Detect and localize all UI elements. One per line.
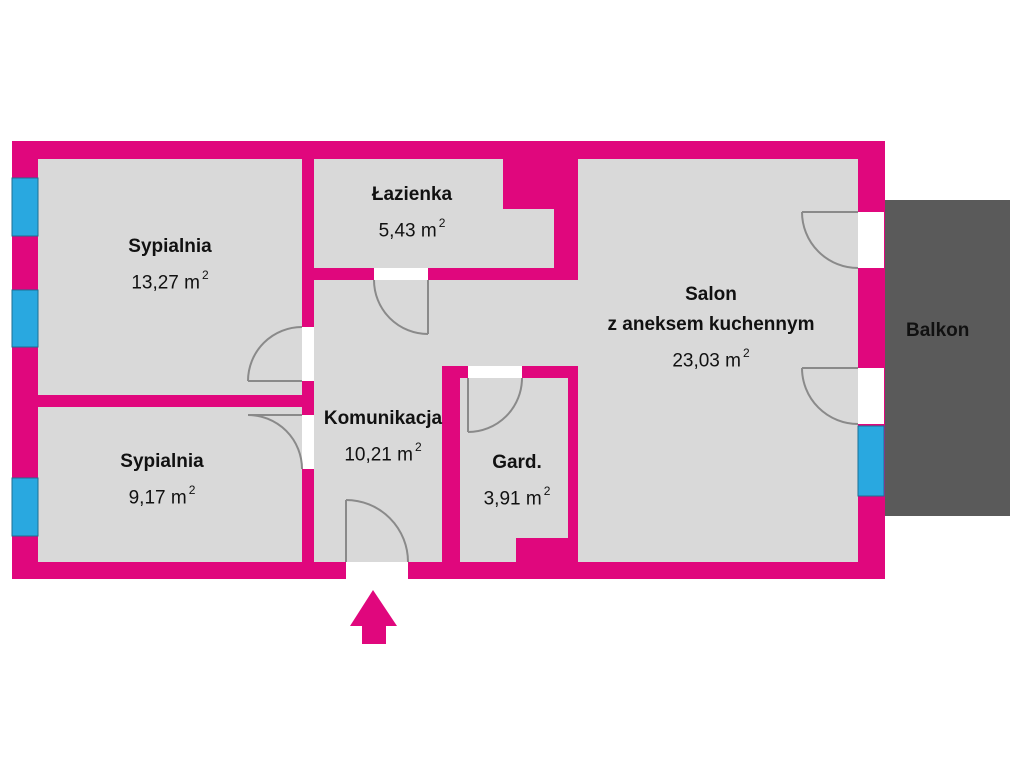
room-name: Sypialnia xyxy=(128,236,212,257)
door-swing xyxy=(345,499,409,563)
room-name: Sypialnia xyxy=(120,451,204,472)
door-opening xyxy=(858,368,884,424)
room-name: Gard. xyxy=(492,452,542,473)
wardrobe-floor xyxy=(460,378,568,562)
balcony xyxy=(884,200,1010,516)
door-swing xyxy=(801,211,859,269)
bedroom-1-floor xyxy=(38,159,302,395)
door-swing xyxy=(247,326,303,382)
door-swing xyxy=(373,279,429,335)
hallway-floor xyxy=(314,280,442,562)
wardrobe-shaft xyxy=(516,538,568,564)
room-name: Komunikacja xyxy=(323,408,443,429)
window xyxy=(11,177,39,237)
room-name: Salon xyxy=(685,284,737,305)
window xyxy=(11,477,39,537)
door-swing xyxy=(247,414,303,470)
entrance-arrow-icon xyxy=(350,590,397,644)
door-opening xyxy=(858,212,884,268)
door-opening xyxy=(374,268,428,280)
door-swing xyxy=(467,377,523,433)
door-swing xyxy=(801,367,859,425)
bedroom-2-floor xyxy=(38,407,302,562)
bathroom-wall-bottom xyxy=(314,268,558,280)
entrance-opening xyxy=(346,562,408,580)
door-opening xyxy=(468,366,522,378)
window xyxy=(11,289,39,348)
door-opening xyxy=(302,415,314,469)
balcony-label: Balkon xyxy=(906,320,970,341)
window xyxy=(857,425,885,497)
bathroom-wall-right xyxy=(554,159,578,280)
wardrobe-wall-right xyxy=(568,366,578,564)
living-room-floor xyxy=(578,159,858,562)
room-name-line2: z aneksem kuchennym xyxy=(607,314,815,335)
door-opening xyxy=(302,327,314,381)
room-name: Łazienka xyxy=(371,184,453,205)
wardrobe-wall-left xyxy=(442,366,460,564)
